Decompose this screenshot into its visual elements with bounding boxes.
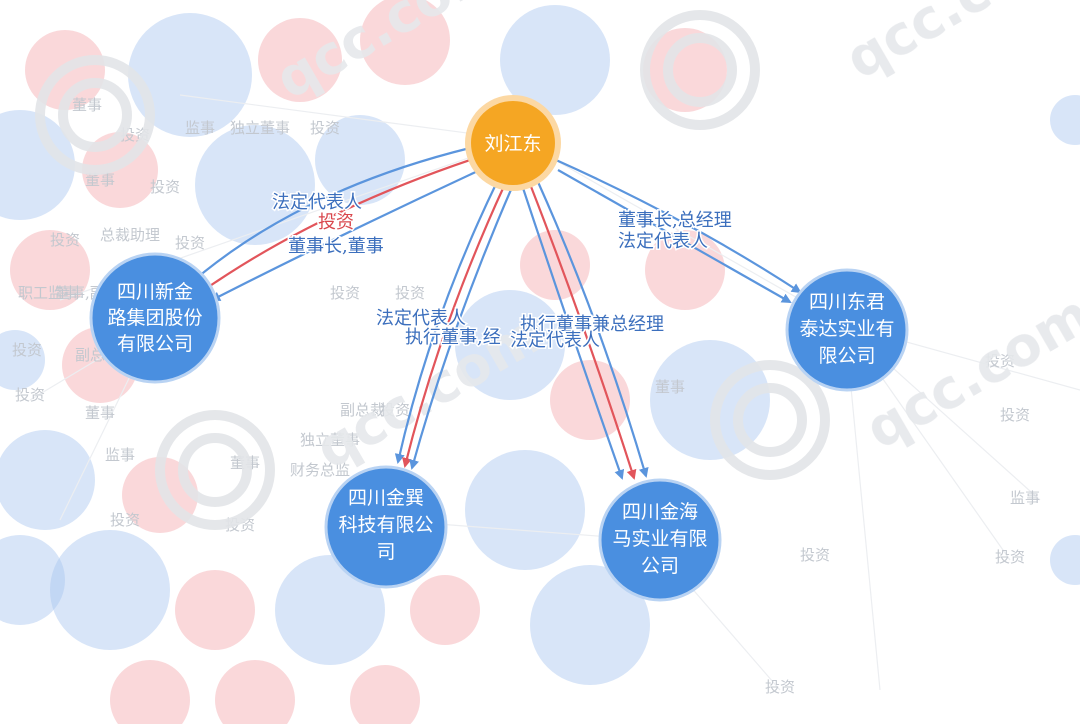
company-node-c4[interactable]: 四川东君 泰达实业有 限公司 xyxy=(785,268,909,392)
background-label: 投资 xyxy=(985,352,1015,370)
person-node-center[interactable]: 刘江东 xyxy=(465,95,561,191)
background-label: 投资 xyxy=(175,234,205,252)
background-label: 独立董事 xyxy=(230,119,290,137)
background-label: 职工监事 xyxy=(18,284,78,302)
background-label: 副总裁 xyxy=(340,401,385,419)
edge-label-c2-0: 法定代表人 xyxy=(376,308,466,329)
background-label: 董事 xyxy=(85,171,115,189)
background-label: 董事 xyxy=(72,96,102,114)
relationship-edges xyxy=(190,146,802,480)
edge-label-c2-1: 执行董事,经 xyxy=(405,327,501,348)
background-label: 投资 xyxy=(330,284,360,302)
background-label: 投资 xyxy=(150,178,180,196)
edge-label-c1-1: 投资 xyxy=(318,212,354,233)
person-node-label: 刘江东 xyxy=(484,133,541,155)
background-label: 投资 xyxy=(50,231,80,249)
svg-text:qcc.com: qcc.com xyxy=(835,0,1080,91)
company-node-c2-line-2: 科技有限公 xyxy=(338,514,433,536)
edge-exec-director-c3 xyxy=(520,184,625,480)
company-node-c1-line-3: 有限公司 xyxy=(117,333,193,355)
background-label: 投资 xyxy=(380,401,410,419)
company-node-c3-line-1: 四川金海 xyxy=(622,501,698,523)
background-label: 监事 xyxy=(105,446,135,464)
company-node-c4-line-2: 泰达实业有 xyxy=(799,318,894,340)
background-label: 监事 xyxy=(185,119,215,137)
background-label: 独立董事 xyxy=(300,431,360,449)
background-label: 董事 xyxy=(655,378,685,396)
background-label: 投资 xyxy=(15,386,45,404)
edge-legal-rep-c1 xyxy=(190,146,471,284)
company-node-c1[interactable]: 四川新金 路集团股份 有限公司 xyxy=(89,252,221,384)
company-node-c2-line-3: 司 xyxy=(376,541,395,563)
edge-legal-rep-c4 xyxy=(557,169,792,303)
background-label: 投资 xyxy=(310,119,340,137)
background-label: 董事 xyxy=(85,404,115,422)
company-node-c3[interactable]: 四川金海 马实业有限 公司 xyxy=(598,478,722,602)
background-label: 总裁助理 xyxy=(100,226,160,244)
company-node-c3-line-2: 马实业有限 xyxy=(612,528,707,550)
edge-label-c1-0: 法定代表人 xyxy=(272,192,362,213)
edge-chairman-c1 xyxy=(210,169,481,301)
edge-label-c1-2: 董事长,董事 xyxy=(288,236,384,257)
edge-label-c4-0: 董事长,总经理 xyxy=(618,210,732,231)
background-label: 投资 xyxy=(1000,406,1030,424)
company-node-c2-line-1: 四川金巽 xyxy=(348,487,424,509)
company-node-c3-line-3: 公司 xyxy=(641,555,679,577)
company-node-c4-line-3: 限公司 xyxy=(818,345,875,367)
company-node-c4-line-1: 四川东君 xyxy=(809,291,885,313)
background-label: 投资 xyxy=(800,546,830,564)
background-label: 投资 xyxy=(995,548,1025,566)
edge-legal-rep-c2 xyxy=(394,181,498,464)
company-node-c1-line-2: 路集团股份 xyxy=(107,307,202,329)
company-node-c1-line-1: 四川新金 xyxy=(117,281,193,303)
edge-exec-director-c2 xyxy=(409,184,515,470)
edge-label-c3-0: 执行董事兼总经理 xyxy=(520,314,664,335)
edge-label-c4-1: 法定代表人 xyxy=(618,231,708,252)
background-label: 投资 xyxy=(12,341,42,359)
background-label: 投资 xyxy=(110,511,140,529)
edge-invest-c1 xyxy=(202,156,477,292)
edge-label-c3-1: 法定代表人 xyxy=(510,330,600,351)
company-node-c2[interactable]: 四川金巽 科技有限公 司 xyxy=(324,465,448,589)
edge-labels: 法定代表人 投资 董事长,董事 法定代表人 执行董事,经 执行董事兼总经理 法定… xyxy=(271,191,734,353)
background-label: 财务总监 xyxy=(290,461,350,479)
background-label: 投资 xyxy=(395,284,425,302)
svg-text:qcc.com: qcc.com xyxy=(265,0,512,111)
edge-chairman-c4 xyxy=(555,158,802,294)
edge-invest-c2 xyxy=(402,183,506,468)
background-label: 监事 xyxy=(1010,489,1040,507)
edge-legal-rep-c3 xyxy=(536,181,649,478)
edge-invest-c3 xyxy=(528,183,637,480)
background-label: 投资 xyxy=(765,678,795,696)
